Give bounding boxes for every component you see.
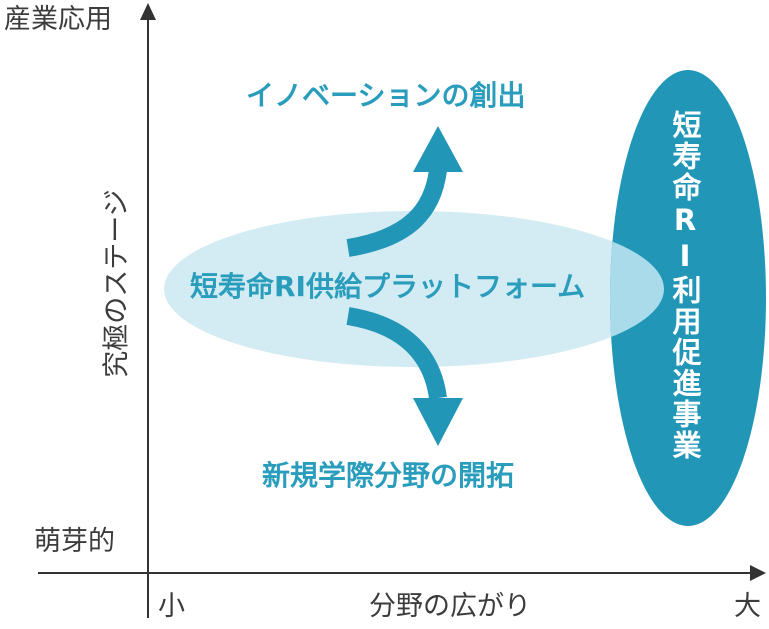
x-axis-arrowhead <box>750 565 766 581</box>
up-arrow-shaft <box>346 168 447 257</box>
x-axis-left-label: 小 <box>158 591 185 622</box>
program-ellipse <box>610 70 766 526</box>
up-arrow-head <box>413 126 463 172</box>
x-axis-right-label: 大 <box>734 591 761 622</box>
y-axis-arrowhead <box>140 3 156 20</box>
innovation-label: イノベーションの創出 <box>246 79 526 112</box>
new-field-label: 新規学際分野の開拓 <box>262 459 515 492</box>
platform-ellipse <box>164 211 664 367</box>
platform-label: 短寿命RI供給プラットフォーム <box>190 270 586 303</box>
y-axis-bottom-label: 萌芽的 <box>34 526 115 557</box>
program-label: 短寿命RI利用促進事業 <box>668 110 702 461</box>
y-axis-top-label: 産業応用 <box>4 4 112 35</box>
down-arrow-shaft <box>346 307 447 400</box>
y-axis-title: 究極のステージ <box>101 189 133 378</box>
x-axis-title: 分野の広がり <box>369 591 531 622</box>
down-arrow-head <box>413 398 463 446</box>
